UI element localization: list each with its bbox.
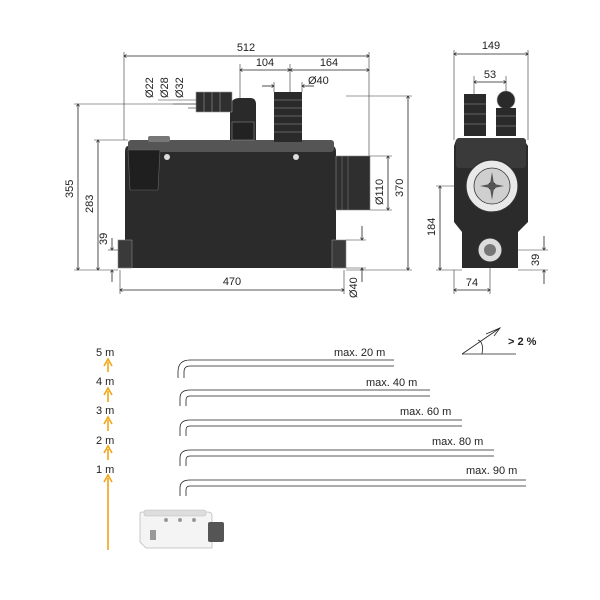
height-label-5m: 5 m [96, 347, 114, 359]
pipe-run-60 [179, 419, 462, 436]
height-arrow-5m [103, 357, 113, 372]
height-arrow-3m [103, 415, 113, 431]
slope-symbol: > 2 % [461, 327, 537, 355]
dim-inlet-22: Ø22 [144, 77, 156, 98]
pipe-run-90 [179, 479, 526, 496]
dim-front-104: 104 [256, 57, 274, 69]
distance-label-20: max. 20 m [334, 347, 385, 359]
front-lid [128, 140, 334, 152]
dim-front-outlet-110: Ø110 [374, 179, 386, 205]
dim-front-bottom-40: Ø40 [348, 277, 360, 298]
front-bottom-inlet-right [331, 239, 347, 269]
dim-front-height-283: 283 [84, 195, 96, 213]
height-label-1m: 1 m [96, 464, 114, 476]
front-view: 512 104 164 Ø40 Ø22 Ø28 Ø32 Ø110 355 [64, 42, 412, 298]
side-view: 149 53 184 39 74 [426, 40, 548, 294]
slope-label: > 2 % [508, 336, 537, 348]
dim-front-height-39: 39 [98, 233, 110, 245]
dim-front-height-355: 355 [64, 180, 76, 198]
height-label-3m: 3 m [96, 405, 114, 417]
dim-side-width-74: 74 [466, 277, 478, 289]
height-label-2m: 2 m [96, 435, 114, 447]
pipe-run-40 [179, 389, 430, 406]
dim-inlet-32: Ø32 [174, 77, 186, 98]
product-illustration [139, 509, 224, 549]
height-arrows [103, 357, 113, 550]
dim-front-164: 164 [320, 57, 338, 69]
dim-front-width-top: 512 [237, 42, 255, 54]
height-label-4m: 4 m [96, 376, 114, 388]
distance-label-90: max. 90 m [466, 465, 517, 477]
dim-side-height-39: 39 [530, 254, 542, 266]
performance-diagram: max. 20 m max. 40 m max. 60 m max. 80 m … [96, 347, 526, 550]
height-arrow-4m [103, 386, 113, 402]
dim-side-53: 53 [484, 69, 496, 81]
front-bottom-inlet-left [117, 239, 133, 269]
dim-front-width-bottom: 470 [223, 276, 241, 288]
distance-label-40: max. 40 m [366, 377, 417, 389]
dim-inlet-28: Ø28 [159, 77, 171, 98]
height-arrow-2m [103, 444, 113, 460]
distance-label-80: max. 80 m [432, 436, 483, 448]
front-top-inlet-elbow [195, 91, 256, 141]
front-top-inlet-ribbed [274, 92, 302, 142]
height-arrow-1m [103, 473, 113, 550]
dim-front-inlet-40: Ø40 [308, 75, 329, 87]
pipe-run-80 [179, 449, 494, 466]
distance-label-60: max. 60 m [400, 406, 451, 418]
dim-side-width-top: 149 [482, 40, 500, 52]
dim-side-height-184: 184 [426, 218, 438, 236]
front-outlet [335, 155, 371, 211]
front-unit-body [125, 146, 336, 268]
pipe-run-20 [177, 359, 394, 378]
dim-front-height-370: 370 [394, 179, 406, 197]
